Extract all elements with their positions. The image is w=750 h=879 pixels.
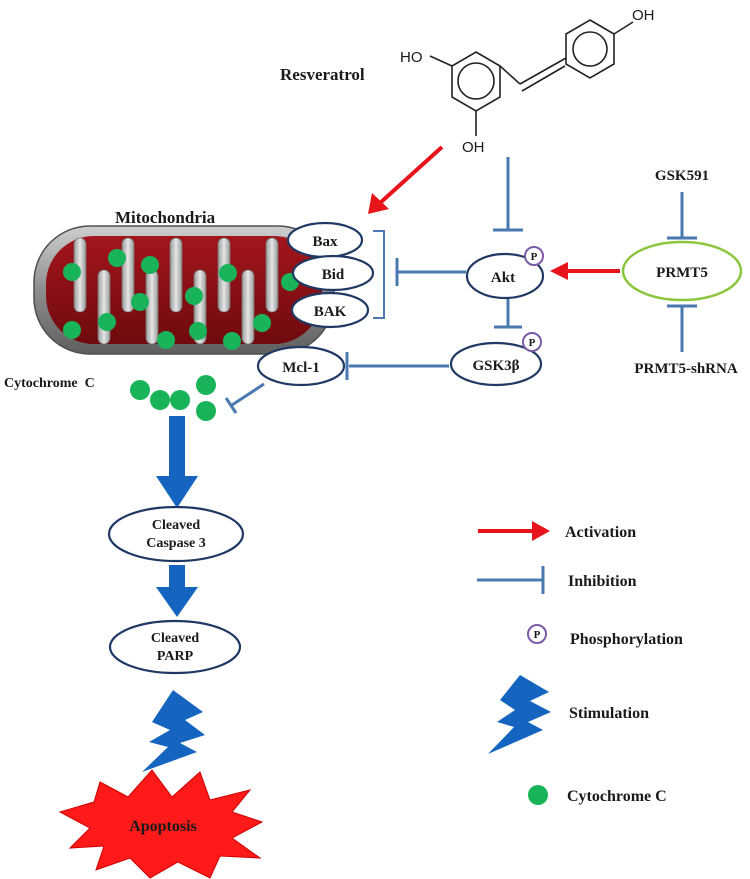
bcl2-family-bracket <box>373 230 385 319</box>
released-cytochrome-dots <box>130 375 216 421</box>
apoptosis-burst <box>58 769 264 879</box>
legend-activation-symbol <box>478 521 550 541</box>
cleaved-caspase3-node: Cleaved Caspase 3 <box>107 505 245 563</box>
mitochondria-label: Mitochondria <box>115 208 216 227</box>
bax-node: Bax <box>286 221 364 259</box>
gsk591-label: GSK591 <box>655 168 709 184</box>
legend: Activation Inhibition P Phosphorylation … <box>477 521 683 805</box>
parp-line1: Cleaved <box>151 631 199 646</box>
oh-group-top: OH <box>632 7 655 24</box>
gsk3b-phospho-badge: P <box>522 332 542 352</box>
akt-node: Akt <box>465 252 545 300</box>
prmt5-label: PRMT5 <box>656 265 708 281</box>
prmt5-node: PRMT5 <box>621 240 743 302</box>
bid-node: Bid <box>291 254 375 292</box>
legend-stimulation-bolt <box>488 675 551 754</box>
legend-cytochrome-dot <box>528 785 548 805</box>
legend-phospho-symbol: P <box>527 624 547 644</box>
akt-label: Akt <box>491 270 515 286</box>
parp-line2: PARP <box>157 649 194 664</box>
legend-inhibition-label: Inhibition <box>568 573 637 590</box>
gsk3b-node: GSK3β <box>449 341 543 387</box>
stimulation-arrow-2 <box>156 565 198 617</box>
caspase-line1: Cleaved <box>152 518 200 533</box>
oh-group-bottom: OH <box>462 139 485 156</box>
legend-phosphorylation-label: Phosphorylation <box>570 631 683 648</box>
caspase-line2: Caspase 3 <box>146 536 206 551</box>
legend-stimulation-label: Stimulation <box>569 705 649 722</box>
cleaved-parp-node: Cleaved PARP <box>108 619 242 675</box>
stimulation-arrow-1 <box>156 416 198 508</box>
bid-label: Bid <box>322 267 345 283</box>
bak-node: BAK <box>290 291 370 329</box>
legend-inhibition-symbol <box>477 566 545 594</box>
ho-group-left: HO <box>400 49 423 66</box>
cytochrome-c-label: Cytochrome C <box>4 376 95 391</box>
legend-activation-label: Activation <box>565 524 636 541</box>
legend-phospho-mark: P <box>534 629 541 641</box>
apoptosis-label: Apoptosis <box>129 818 197 835</box>
mito-cytochrome-dots <box>63 249 299 350</box>
gsk3b-phospho-mark: P <box>529 337 536 349</box>
resveratrol-label: Resveratrol <box>280 65 365 84</box>
bak-label: BAK <box>314 304 347 320</box>
mcl1-node: Mcl-1 <box>256 345 346 387</box>
inhibition-edges <box>224 157 697 414</box>
prmt5-shrna-label: PRMT5-shRNA <box>634 361 737 377</box>
stimulation-bolt <box>142 690 205 772</box>
akt-phospho-badge: P <box>524 246 544 266</box>
bax-label: Bax <box>312 234 338 250</box>
activation-edges <box>368 145 620 280</box>
gsk3b-label: GSK3β <box>472 358 519 374</box>
mcl1-label: Mcl-1 <box>282 360 319 376</box>
resveratrol-structure <box>429 19 634 136</box>
legend-cytochrome-label: Cytochrome C <box>567 788 667 805</box>
akt-phospho-mark: P <box>531 251 538 263</box>
